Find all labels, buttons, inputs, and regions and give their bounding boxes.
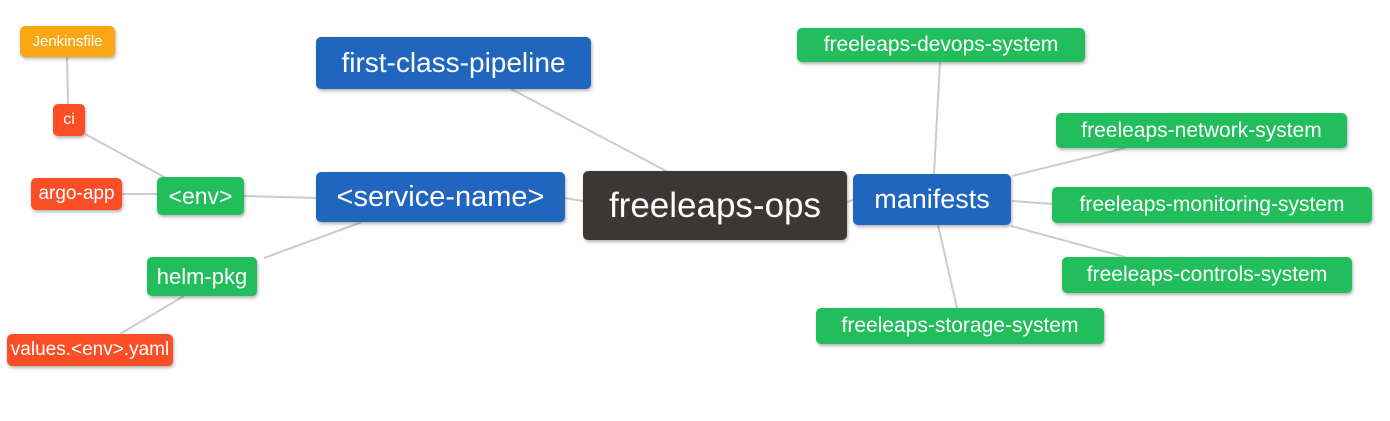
node-manifests[interactable]: manifests bbox=[853, 174, 1011, 225]
edge-jenkinsfile-ci bbox=[66, 56, 69, 105]
node-ci[interactable]: ci bbox=[53, 104, 85, 136]
node-helm-pkg[interactable]: helm-pkg bbox=[147, 257, 257, 296]
node-jenkinsfile[interactable]: Jenkinsfile bbox=[20, 26, 115, 57]
node-freeleaps-devops-system[interactable]: freeleaps-devops-system bbox=[797, 28, 1085, 62]
edge-manifests-monitoring bbox=[1011, 200, 1053, 205]
node-freeleaps-network-system[interactable]: freeleaps-network-system bbox=[1056, 113, 1347, 148]
edge-manifests-controls bbox=[1010, 225, 1126, 258]
edge-manifests-network bbox=[1011, 147, 1126, 177]
node-freeleaps-controls-system[interactable]: freeleaps-controls-system bbox=[1062, 257, 1352, 293]
edge-helm-pkg-values bbox=[119, 295, 185, 335]
edge-pipeline-root bbox=[510, 88, 669, 173]
edge-service-name-root bbox=[564, 197, 584, 202]
edge-manifests-storage bbox=[937, 224, 958, 309]
node-env[interactable]: <env> bbox=[157, 177, 244, 215]
node-service-name[interactable]: <service-name> bbox=[316, 172, 565, 222]
edge-service-name-helm-pkg bbox=[263, 221, 363, 259]
node-first-class-pipeline[interactable]: first-class-pipeline bbox=[316, 37, 591, 89]
edge-ci-env bbox=[84, 133, 167, 179]
node-freeleaps-ops[interactable]: freeleaps-ops bbox=[583, 171, 847, 240]
edge-env-service-name bbox=[243, 195, 317, 199]
node-freeleaps-storage-system[interactable]: freeleaps-storage-system bbox=[816, 308, 1104, 344]
node-argo-app[interactable]: argo-app bbox=[31, 178, 122, 210]
edge-root-manifests bbox=[846, 199, 854, 203]
edge-manifests-devops bbox=[933, 60, 941, 175]
node-freeleaps-monitoring-system[interactable]: freeleaps-monitoring-system bbox=[1052, 187, 1372, 223]
node-values-env-yaml[interactable]: values.<env>.yaml bbox=[7, 334, 173, 366]
